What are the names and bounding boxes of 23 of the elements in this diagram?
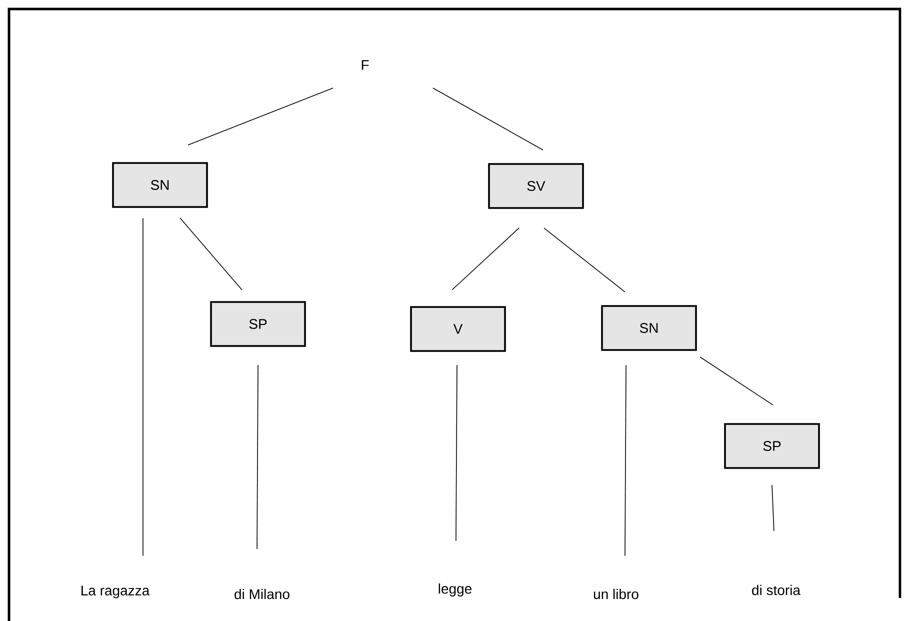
tree-branch [180,218,242,290]
tree-branch [700,356,774,406]
word-label: un libro [594,588,638,600]
tree-branch [544,228,626,292]
category-box: SV [488,163,584,209]
tree-branch [432,88,544,150]
word-label: legge [438,583,472,596]
word-label: F [362,60,369,70]
tree-branch [624,364,626,556]
tree-branch [456,364,458,542]
tree-branch [142,218,144,556]
word-label: di storia [752,584,800,596]
tree-branch [188,88,334,146]
word-label: La ragazza [82,586,150,598]
category-box: SN [601,305,697,351]
tree-branch [772,484,774,532]
category-box: SP [724,423,820,469]
category-box: SP [210,301,306,347]
word-label: di Milano [234,588,290,600]
category-box: SN [112,162,208,208]
tree-branch [256,364,258,550]
tree-branch [452,228,520,290]
category-box: V [410,306,506,352]
